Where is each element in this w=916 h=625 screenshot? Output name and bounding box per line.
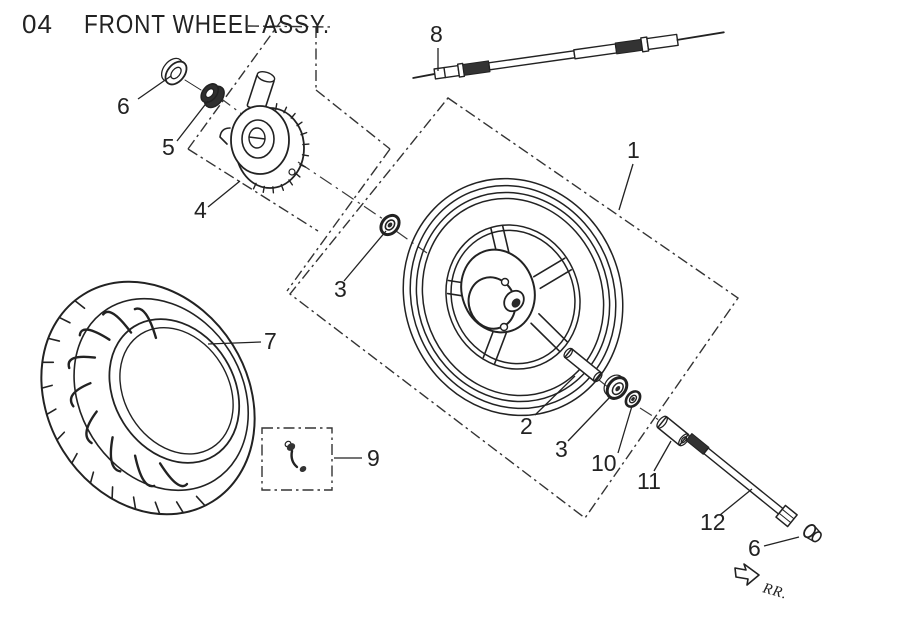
callout-10: 10 xyxy=(591,450,617,476)
speedometer-drive-unit xyxy=(219,70,310,194)
diagram-title: 04 FRONT WHEEL ASSY. xyxy=(22,9,330,39)
callout-5: 5 xyxy=(162,134,175,160)
tread-edge-ticks xyxy=(41,299,206,515)
wheel-hub xyxy=(460,248,536,334)
rr-label: RR. xyxy=(760,580,789,603)
front-wheel-rim xyxy=(402,177,624,417)
callout-7: 7 xyxy=(264,328,277,354)
speedometer-cable xyxy=(412,31,725,80)
callout-12: 12 xyxy=(700,509,726,535)
valve-box xyxy=(261,427,333,491)
callout-3-right: 3 xyxy=(555,436,568,462)
title-number: 04 xyxy=(22,9,53,39)
leader-lines xyxy=(137,48,800,547)
tire-valve xyxy=(284,440,307,473)
callout-11: 11 xyxy=(637,468,661,494)
callout-3-left: 3 xyxy=(334,276,347,302)
callout-6-bottom: 6 xyxy=(748,535,761,561)
callout-2: 2 xyxy=(520,413,533,439)
side-collar xyxy=(656,415,690,447)
wheel-bearing-left xyxy=(379,213,401,237)
tread-hooks xyxy=(67,307,189,488)
gear-teeth xyxy=(252,102,310,194)
oil-seal xyxy=(624,390,642,408)
dust-seal-washer-top xyxy=(160,57,188,86)
front-tire xyxy=(40,280,256,516)
axle-spacer xyxy=(563,347,603,383)
axle-nut-bottom xyxy=(803,524,822,543)
front-axle xyxy=(685,433,798,528)
callout-6-top: 6 xyxy=(117,93,130,119)
callout-9: 9 xyxy=(367,445,380,471)
callout-8: 8 xyxy=(430,21,443,47)
rr-direction-arrow: RR. xyxy=(734,563,789,603)
callout-4: 4 xyxy=(194,197,207,223)
assembly-box-speedo-group xyxy=(187,20,391,292)
callout-1: 1 xyxy=(627,137,640,163)
part-labels: 6 5 4 3 8 1 7 9 2 3 10 11 12 6 xyxy=(117,21,761,561)
title-text: FRONT WHEEL ASSY. xyxy=(84,9,330,39)
axle-nut-top xyxy=(200,83,225,109)
